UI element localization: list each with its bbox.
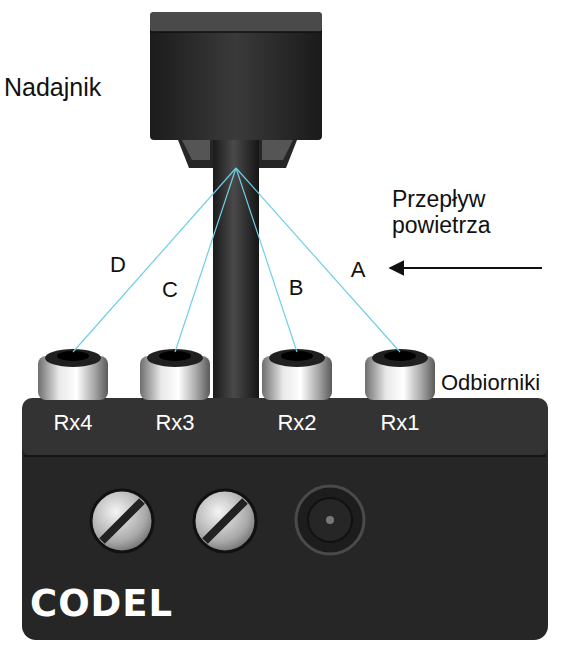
beam-label: C bbox=[160, 278, 180, 302]
flange-bevel bbox=[182, 140, 210, 160]
receiver-label: Rx1 bbox=[380, 411, 419, 435]
ultrasound-beam bbox=[73, 168, 236, 352]
brand-logo: CODEL bbox=[30, 583, 230, 626]
base-edge bbox=[24, 455, 546, 457]
connector-socket bbox=[296, 486, 364, 554]
beam-label: A bbox=[349, 258, 368, 282]
receiver-base bbox=[22, 398, 548, 640]
beam-label: D bbox=[108, 253, 128, 277]
flow-label: Przepływ powietrza bbox=[392, 186, 522, 239]
stem bbox=[213, 140, 259, 402]
receiver-label: Rx4 bbox=[53, 411, 92, 435]
screw bbox=[194, 490, 256, 552]
housing-edge bbox=[150, 31, 322, 33]
receiver-cap bbox=[140, 349, 210, 400]
ultrasound-beam bbox=[175, 168, 236, 352]
receiver-node: Rx2 bbox=[262, 350, 332, 440]
receivers-label: Odbiorniki bbox=[441, 370, 581, 395]
transmitter-node: Nadajnik bbox=[150, 12, 322, 168]
receiver-cap bbox=[38, 349, 108, 400]
base-top bbox=[22, 398, 548, 456]
screw bbox=[91, 490, 153, 552]
transmitter-housing bbox=[150, 12, 322, 140]
ultrasound-beam bbox=[236, 168, 400, 352]
receiver-cap bbox=[262, 349, 332, 400]
receiver-node: Rx4 bbox=[38, 350, 108, 440]
flange-bevel bbox=[262, 140, 293, 160]
housing-top bbox=[150, 12, 322, 32]
flow-arrow bbox=[390, 267, 542, 269]
transmitter-label: Nadajnik bbox=[4, 74, 101, 102]
ultrasound-beam bbox=[236, 168, 297, 352]
receiver-cap bbox=[365, 349, 435, 400]
beam-label: B bbox=[287, 276, 306, 300]
receiver-node: Rx3 bbox=[140, 350, 210, 440]
receiver-label: Rx2 bbox=[277, 411, 316, 435]
receiver-node: Rx1 bbox=[365, 350, 435, 440]
receiver-label: Rx3 bbox=[155, 411, 194, 435]
